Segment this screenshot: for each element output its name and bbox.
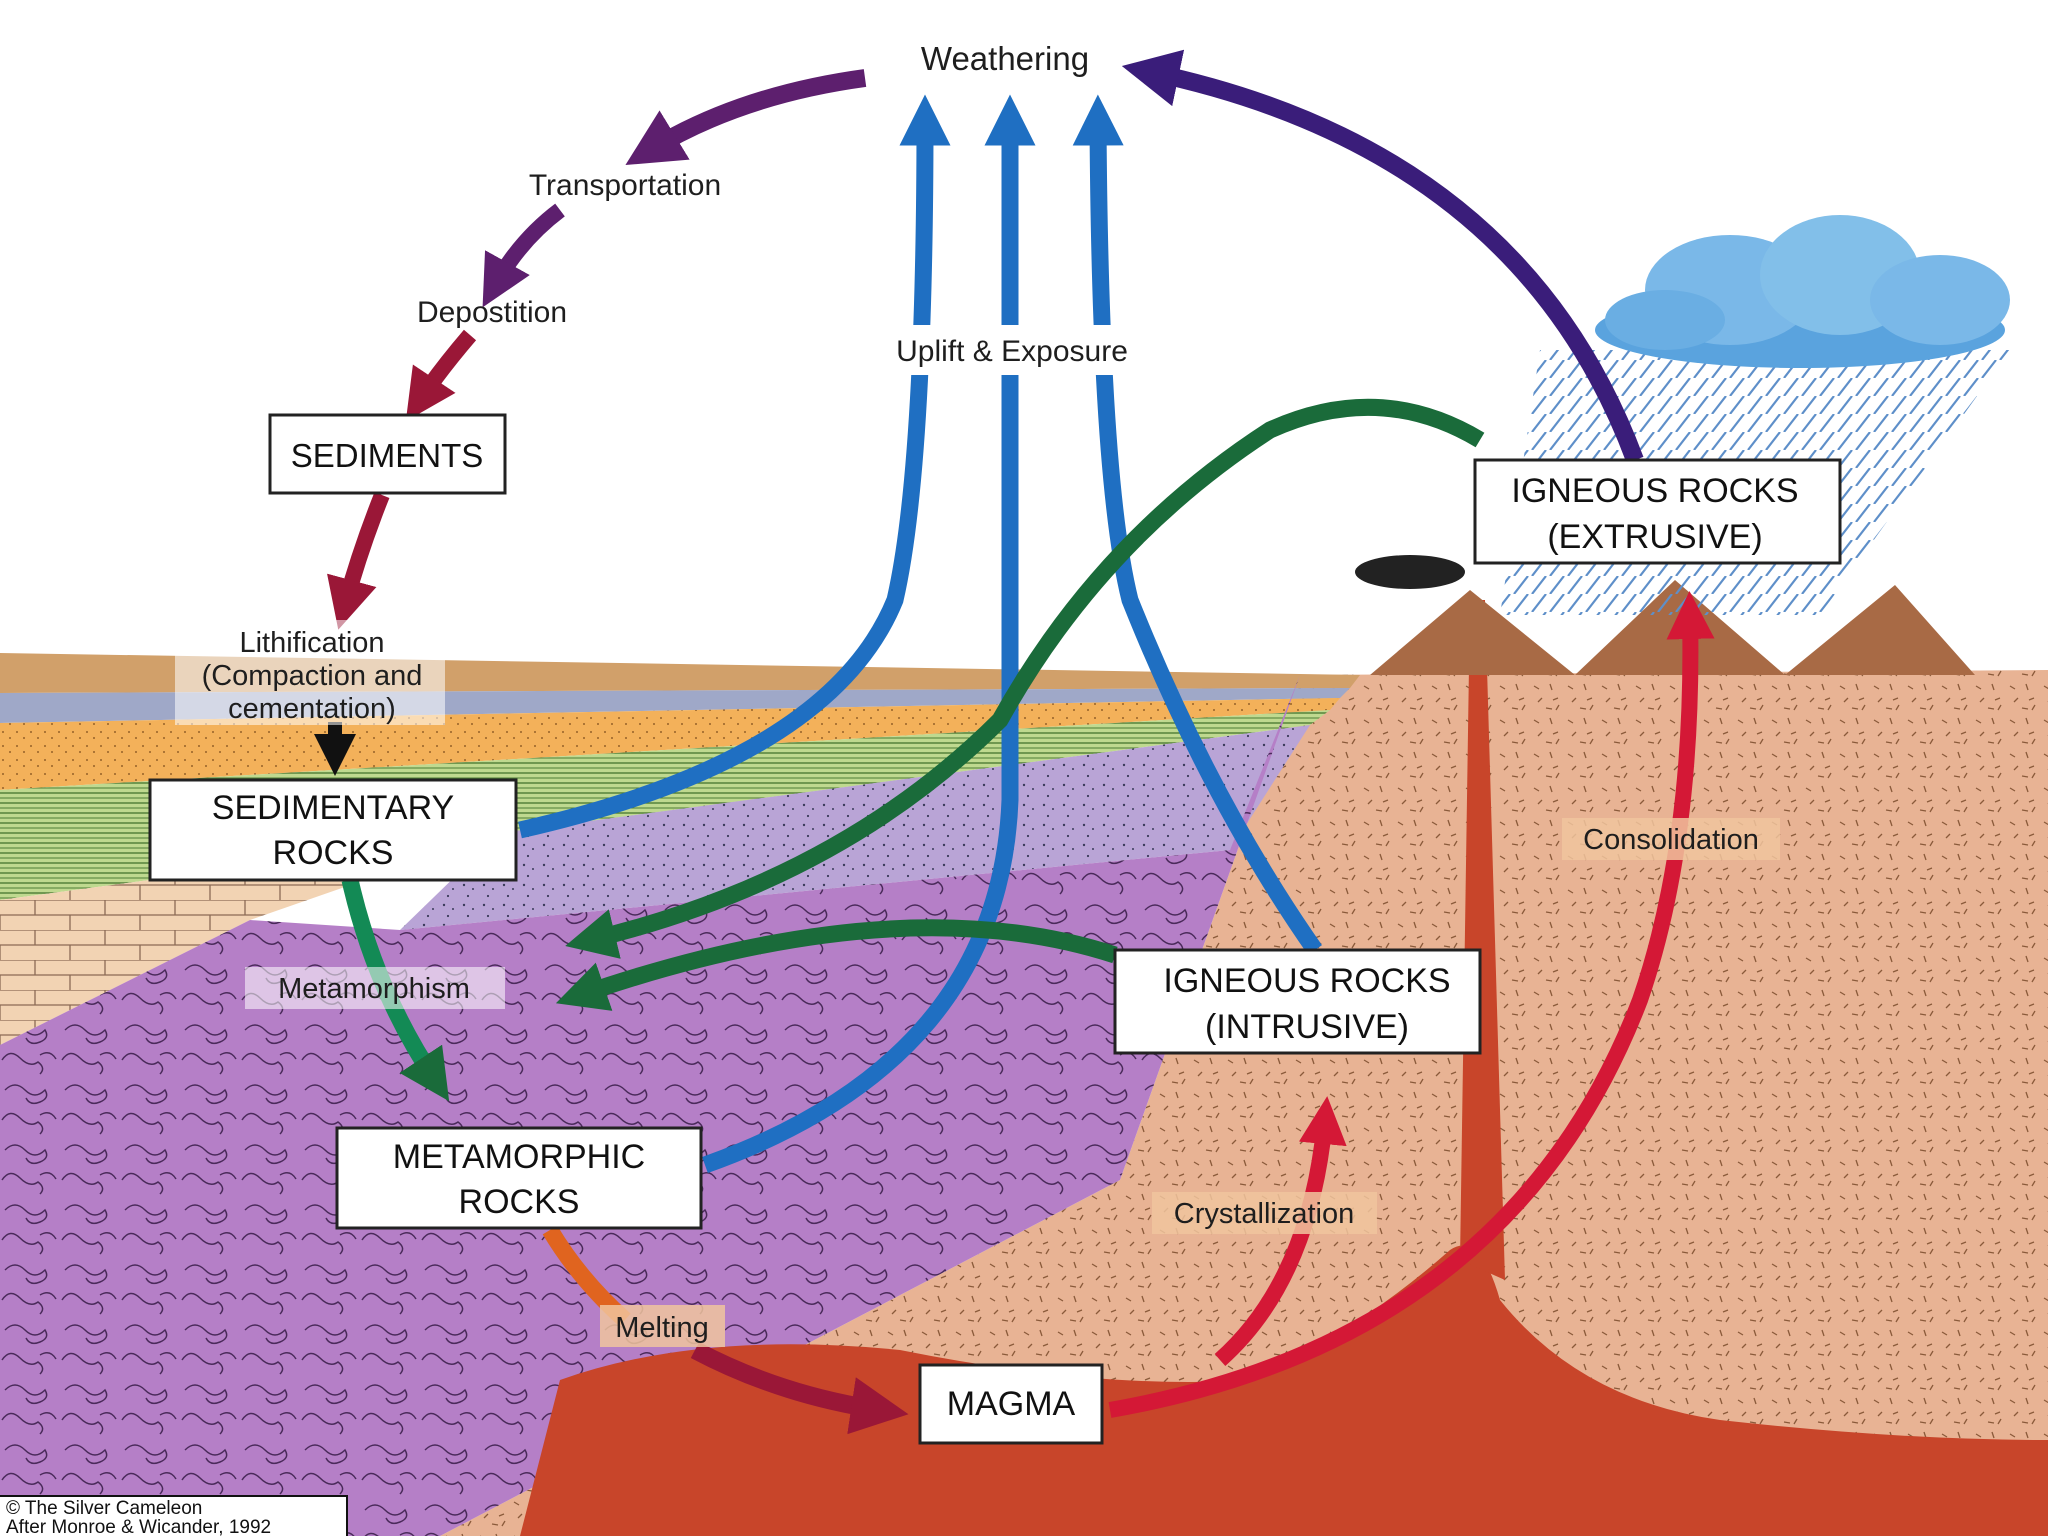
svg-text:(EXTRUSIVE): (EXTRUSIVE) (1547, 518, 1762, 556)
svg-text:METAMORPHIC: METAMORPHIC (393, 1138, 645, 1176)
svg-text:IGNEOUS ROCKS: IGNEOUS ROCKS (1163, 962, 1450, 1000)
credit-box: © The Silver Cameleon After Monroe & Wic… (0, 1495, 348, 1536)
svg-text:ROCKS: ROCKS (273, 834, 394, 872)
label-consolidation: Consolidation (1583, 824, 1759, 856)
arrow-melting-to-magma (690, 1342, 909, 1435)
label-deposition: Depostition (417, 296, 567, 329)
rock-boxes: SEDIMENTS SEDIMENTARY ROCKS METAMORPHIC … (148, 413, 1842, 1445)
arrow-uplift-sedimentary (518, 94, 951, 839)
label-melting: Melting (615, 1312, 709, 1344)
box-sedimentary-rocks: SEDIMENTARY ROCKS (148, 778, 518, 882)
volcano-smoke (1355, 555, 1465, 589)
arrow-extrusive-to-weathering (1121, 49, 1644, 464)
arrow-weathering-to-transportation (625, 69, 867, 166)
arrow-uplift-metamorphic (702, 94, 1036, 1174)
box-metamorphic-rocks: METAMORPHIC ROCKS (335, 1126, 703, 1230)
svg-text:ROCKS: ROCKS (459, 1183, 580, 1221)
credit-line-2: After Monroe & Wicander, 1992 (6, 1517, 272, 1536)
arrow-extrusive-to-metamorphic (565, 398, 1485, 959)
label-uplift-exposure: Uplift & Exposure (896, 335, 1128, 368)
label-weathering: Weathering (921, 40, 1089, 77)
box-igneous-intrusive: IGNEOUS ROCKS (INTRUSIVE) (1113, 948, 1482, 1055)
arrow-transportation-to-deposition (482, 203, 565, 308)
label-compaction: (Compaction and (202, 660, 423, 692)
svg-text:(INTRUSIVE): (INTRUSIVE) (1205, 1008, 1409, 1046)
label-metamorphism: Metamorphism (278, 973, 470, 1005)
metamorphic-layer (0, 675, 1300, 1536)
label-transportation: Transportation (529, 169, 721, 202)
arrow-magma-to-intrusive (1214, 1096, 1347, 1366)
arrow-intrusive-to-metamorphic (555, 919, 1118, 1011)
svg-text:SEDIMENTS: SEDIMENTS (291, 437, 484, 474)
box-sediments: SEDIMENTS (268, 413, 507, 495)
arrows (314, 49, 1715, 1435)
label-lithification: Lithification (239, 627, 384, 659)
arrow-sediments-to-lithification (327, 492, 390, 630)
cloud-icon (1595, 215, 2010, 368)
box-magma: MAGMA (918, 1363, 1104, 1445)
box-igneous-extrusive: IGNEOUS ROCKS (EXTRUSIVE) (1473, 458, 1842, 565)
stratum-limestone (0, 833, 500, 1045)
svg-text:IGNEOUS ROCKS: IGNEOUS ROCKS (1511, 472, 1798, 510)
magma-chamber (520, 1245, 2048, 1536)
crust-layer (440, 670, 2048, 1536)
label-crystallization: Crystallization (1174, 1198, 1355, 1230)
credit-line-1: © The Silver Cameleon (6, 1498, 203, 1519)
svg-text:MAGMA: MAGMA (947, 1385, 1076, 1423)
svg-text:SEDIMENTARY: SEDIMENTARY (212, 789, 454, 827)
arrow-deposition-to-sediments (405, 329, 477, 422)
label-cementation: cementation) (228, 693, 396, 725)
volcano-conduit (1460, 600, 1505, 1280)
arrow-uplift-intrusive (1072, 94, 1322, 955)
arrow-magma-to-extrusive (1108, 591, 1715, 1418)
process-labels: Weathering Transportation Depostition Up… (175, 40, 1780, 1347)
